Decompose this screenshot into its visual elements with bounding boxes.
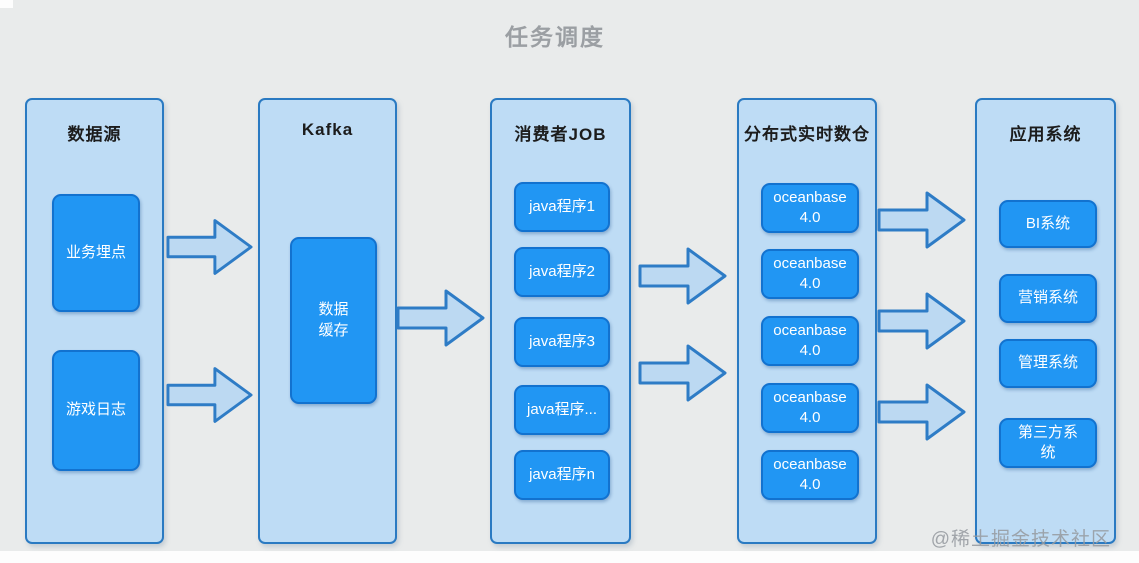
flow-arrow-right-icon [877, 191, 966, 249]
column-header: 数据源 [67, 125, 122, 144]
node-box: 营销系统 [999, 274, 1097, 323]
node-box: 游戏日志 [52, 350, 140, 471]
column-1: 数据源业务埋点游戏日志 [25, 98, 164, 544]
node-box: oceanbase 4.0 [761, 316, 859, 366]
node-box: 业务埋点 [52, 194, 140, 312]
node-box: 管理系统 [999, 339, 1097, 388]
node-box: oceanbase 4.0 [761, 450, 859, 500]
node-box: oceanbase 4.0 [761, 383, 859, 433]
node-box: BI系统 [999, 200, 1097, 248]
column-header: 分布式实时数仓 [744, 125, 870, 144]
diagram-title: 任务调度 [505, 24, 605, 50]
bottom-strip [0, 551, 1139, 563]
node-box: java程序3 [514, 317, 610, 367]
column-header: 消费者JOB [514, 125, 607, 144]
flow-arrow-right-icon [396, 289, 485, 347]
node-box: 数据 缓存 [290, 237, 377, 404]
watermark-text: @稀土掘金技术社区 [930, 529, 1111, 550]
node-box: oceanbase 4.0 [761, 183, 859, 233]
column-header: 应用系统 [1009, 125, 1082, 144]
node-box: java程序... [514, 385, 610, 435]
column-2: Kafka 数据 缓存 [258, 98, 397, 544]
corner-notch [0, 0, 13, 8]
column-header: Kafka [301, 120, 354, 139]
column-3: 消费者JOB java程序1 java程序2 java程序3 java程序... java… [490, 98, 631, 544]
node-box: java程序n [514, 450, 610, 500]
flow-arrow-right-icon [166, 367, 253, 423]
flow-arrow-right-icon [638, 247, 727, 305]
node-box: 第三方系 统 [999, 418, 1097, 468]
flow-arrow-right-icon [166, 219, 253, 275]
flow-arrow-right-icon [877, 292, 966, 350]
column-4: 分布式实时数仓 oceanbase 4.0 oceanbase 4.0 oceanba… [737, 98, 877, 544]
node-box: oceanbase 4.0 [761, 249, 859, 299]
node-box: java程序2 [514, 247, 610, 297]
column-5: 应用系统 BI系统营销系统管理系统第三方系 统 [975, 98, 1116, 544]
flow-arrow-right-icon [638, 344, 727, 402]
flow-arrow-right-icon [877, 383, 966, 441]
node-box: java程序1 [514, 182, 610, 232]
